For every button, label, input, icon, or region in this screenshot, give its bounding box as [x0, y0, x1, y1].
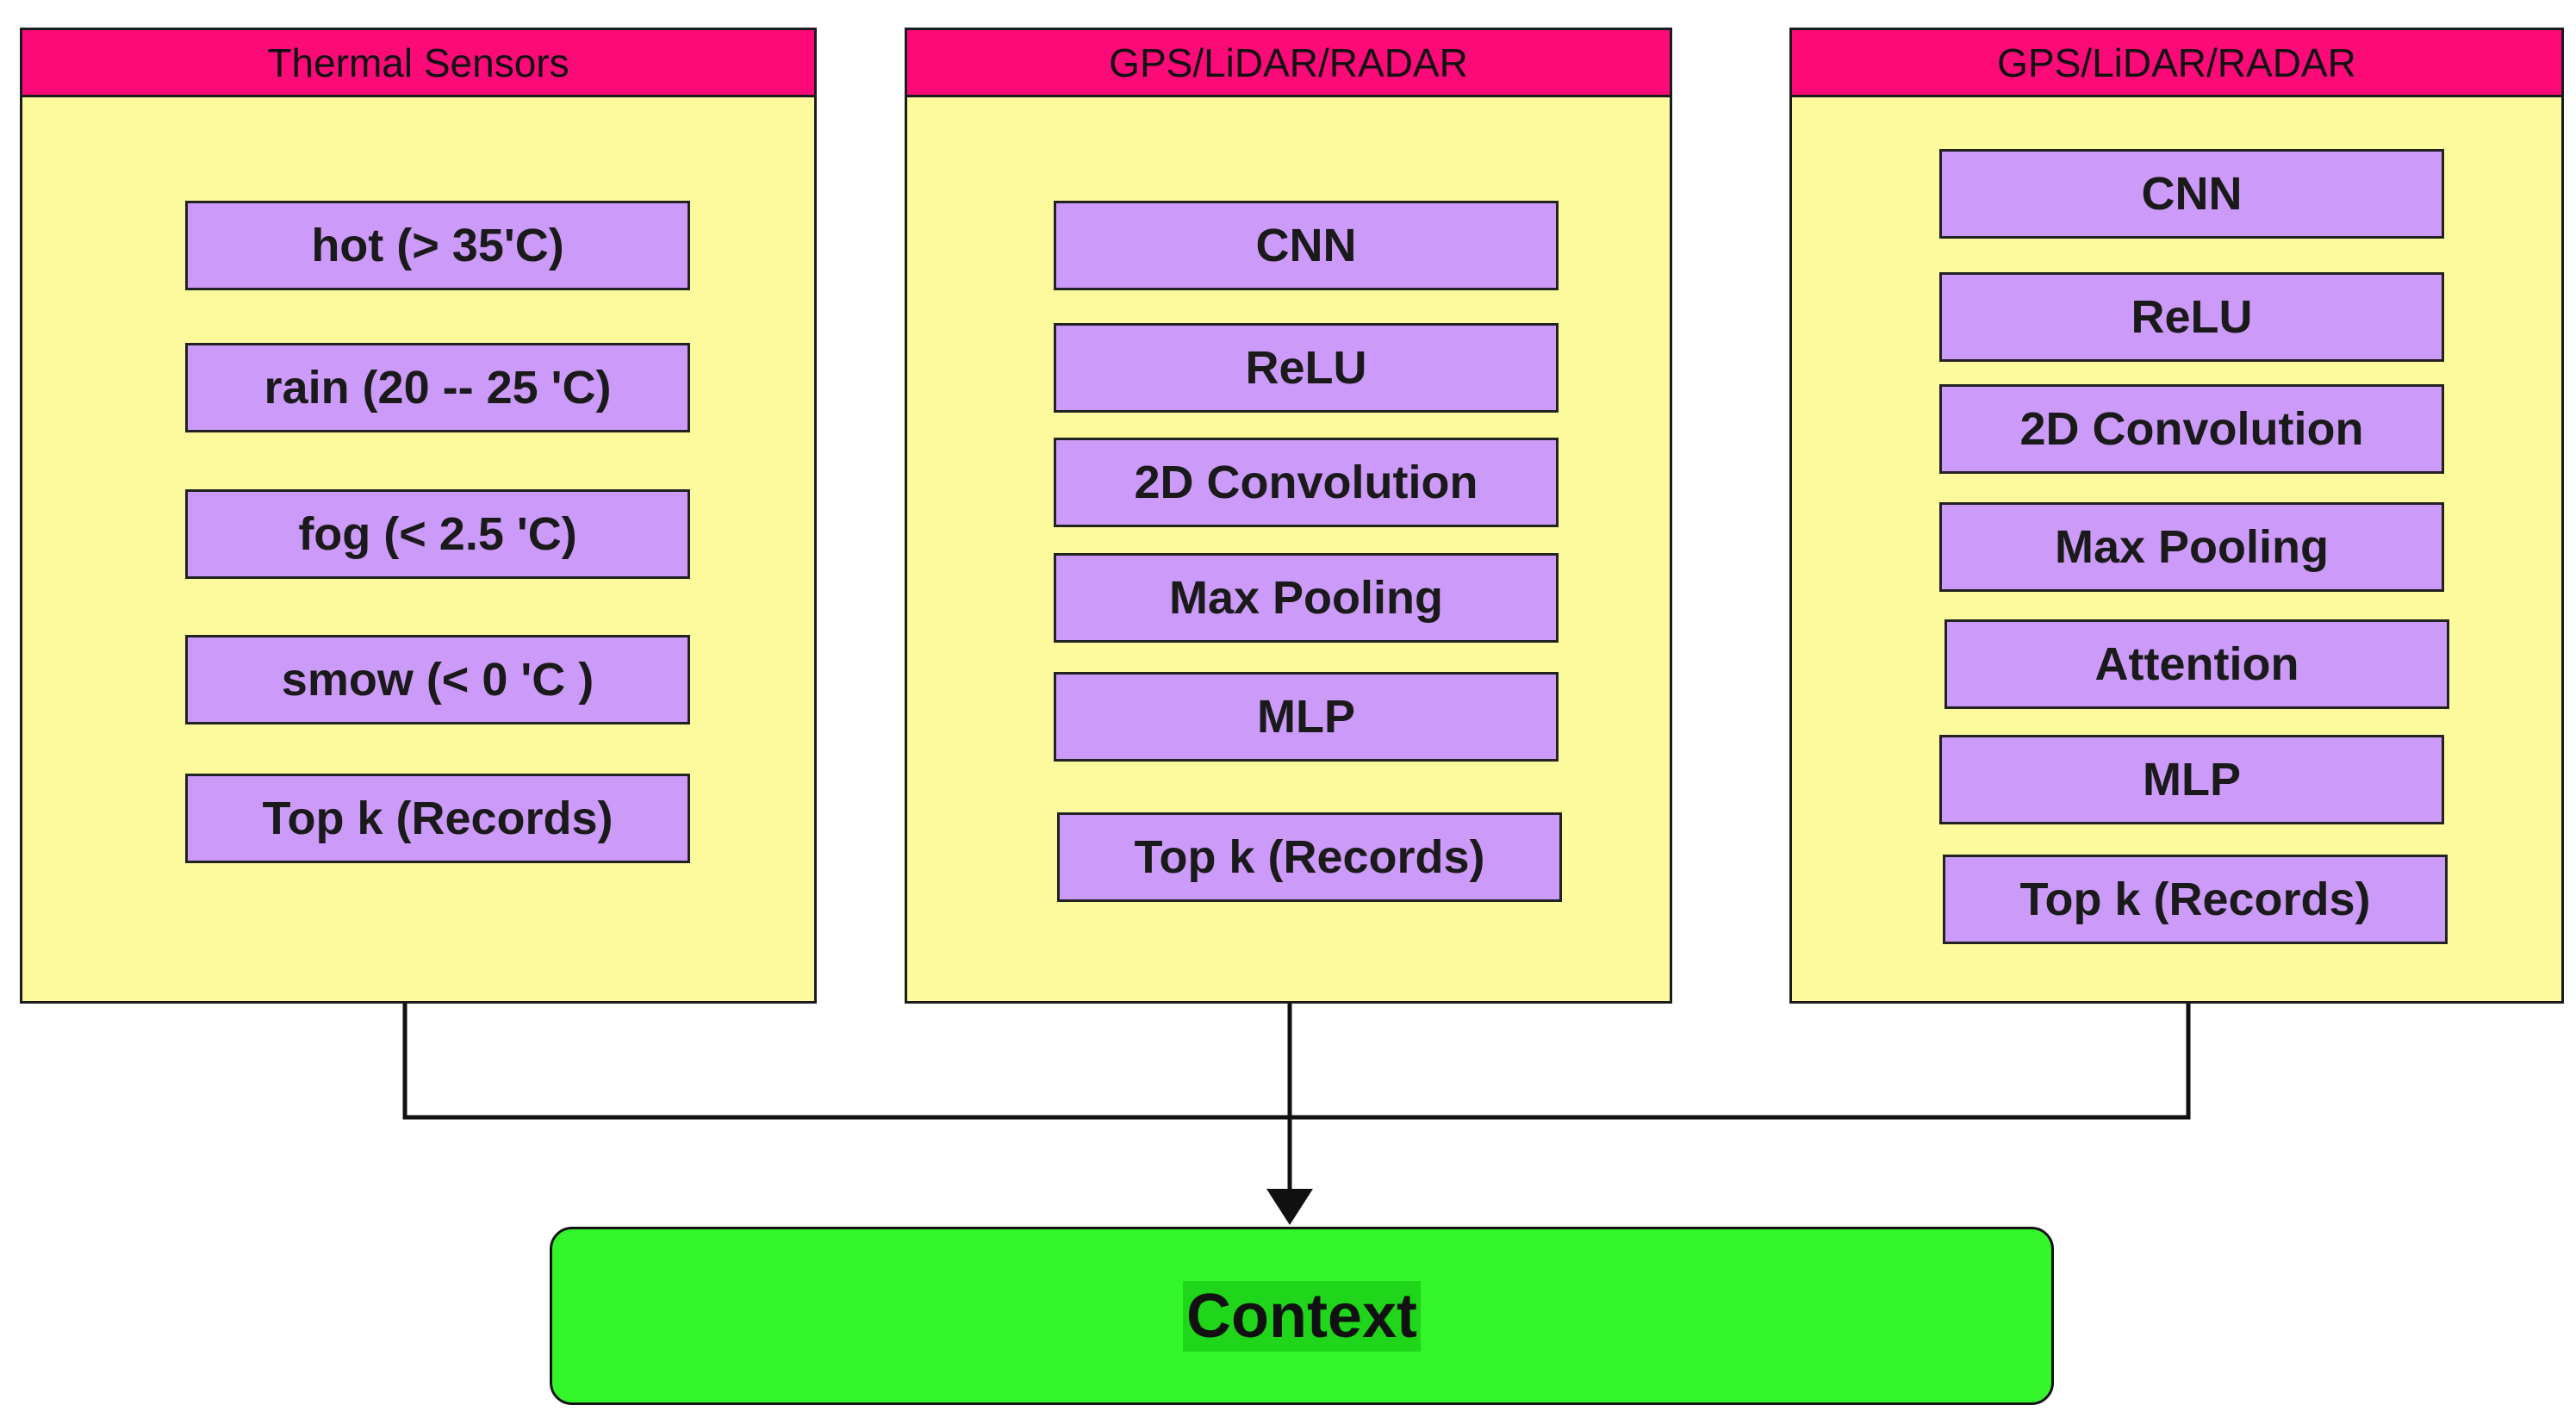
block-top-k-records: Top k (Records) [185, 774, 690, 863]
panel-header-thermal-sensors: Thermal Sensors [22, 30, 814, 97]
block-snow: smow (< 0 'C ) [185, 635, 690, 724]
block-attention: Attention [1944, 619, 2449, 709]
block-max-pooling: Max Pooling [1054, 553, 1559, 643]
context-box: Context [550, 1227, 2054, 1405]
panel-header-gps-lidar-radar-1: GPS/LiDAR/RADAR [907, 30, 1670, 97]
thermal-sensors-panel: Thermal Sensors hot (> 35'C) rain (20 --… [20, 28, 817, 1004]
block-relu: ReLU [1054, 323, 1559, 413]
block-cnn: CNN [1054, 201, 1559, 290]
block-mlp: MLP [1054, 672, 1559, 762]
block-cnn: CNN [1939, 149, 2444, 239]
gps-lidar-radar-panel-1: GPS/LiDAR/RADAR CNN ReLU 2D Convolution … [905, 28, 1672, 1004]
block-top-k-records: Top k (Records) [1057, 812, 1562, 902]
block-relu: ReLU [1939, 272, 2444, 362]
block-fog: fog (< 2.5 'C) [185, 489, 690, 579]
connector-right [1290, 1004, 2191, 1120]
arrow-head-icon [1266, 1189, 1313, 1225]
connector-left [402, 1004, 1290, 1120]
block-mlp: MLP [1939, 735, 2444, 824]
block-max-pooling: Max Pooling [1939, 502, 2444, 592]
block-top-k-records: Top k (Records) [1943, 855, 2448, 944]
panel-header-gps-lidar-radar-2: GPS/LiDAR/RADAR [1792, 30, 2561, 97]
context-label: Context [1183, 1280, 1421, 1352]
block-rain: rain (20 -- 25 'C) [185, 343, 690, 432]
block-hot: hot (> 35'C) [185, 201, 690, 290]
gps-lidar-radar-panel-2: GPS/LiDAR/RADAR CNN ReLU 2D Convolution … [1789, 28, 2564, 1004]
block-2d-convolution: 2D Convolution [1054, 438, 1559, 527]
block-2d-convolution: 2D Convolution [1939, 384, 2444, 474]
